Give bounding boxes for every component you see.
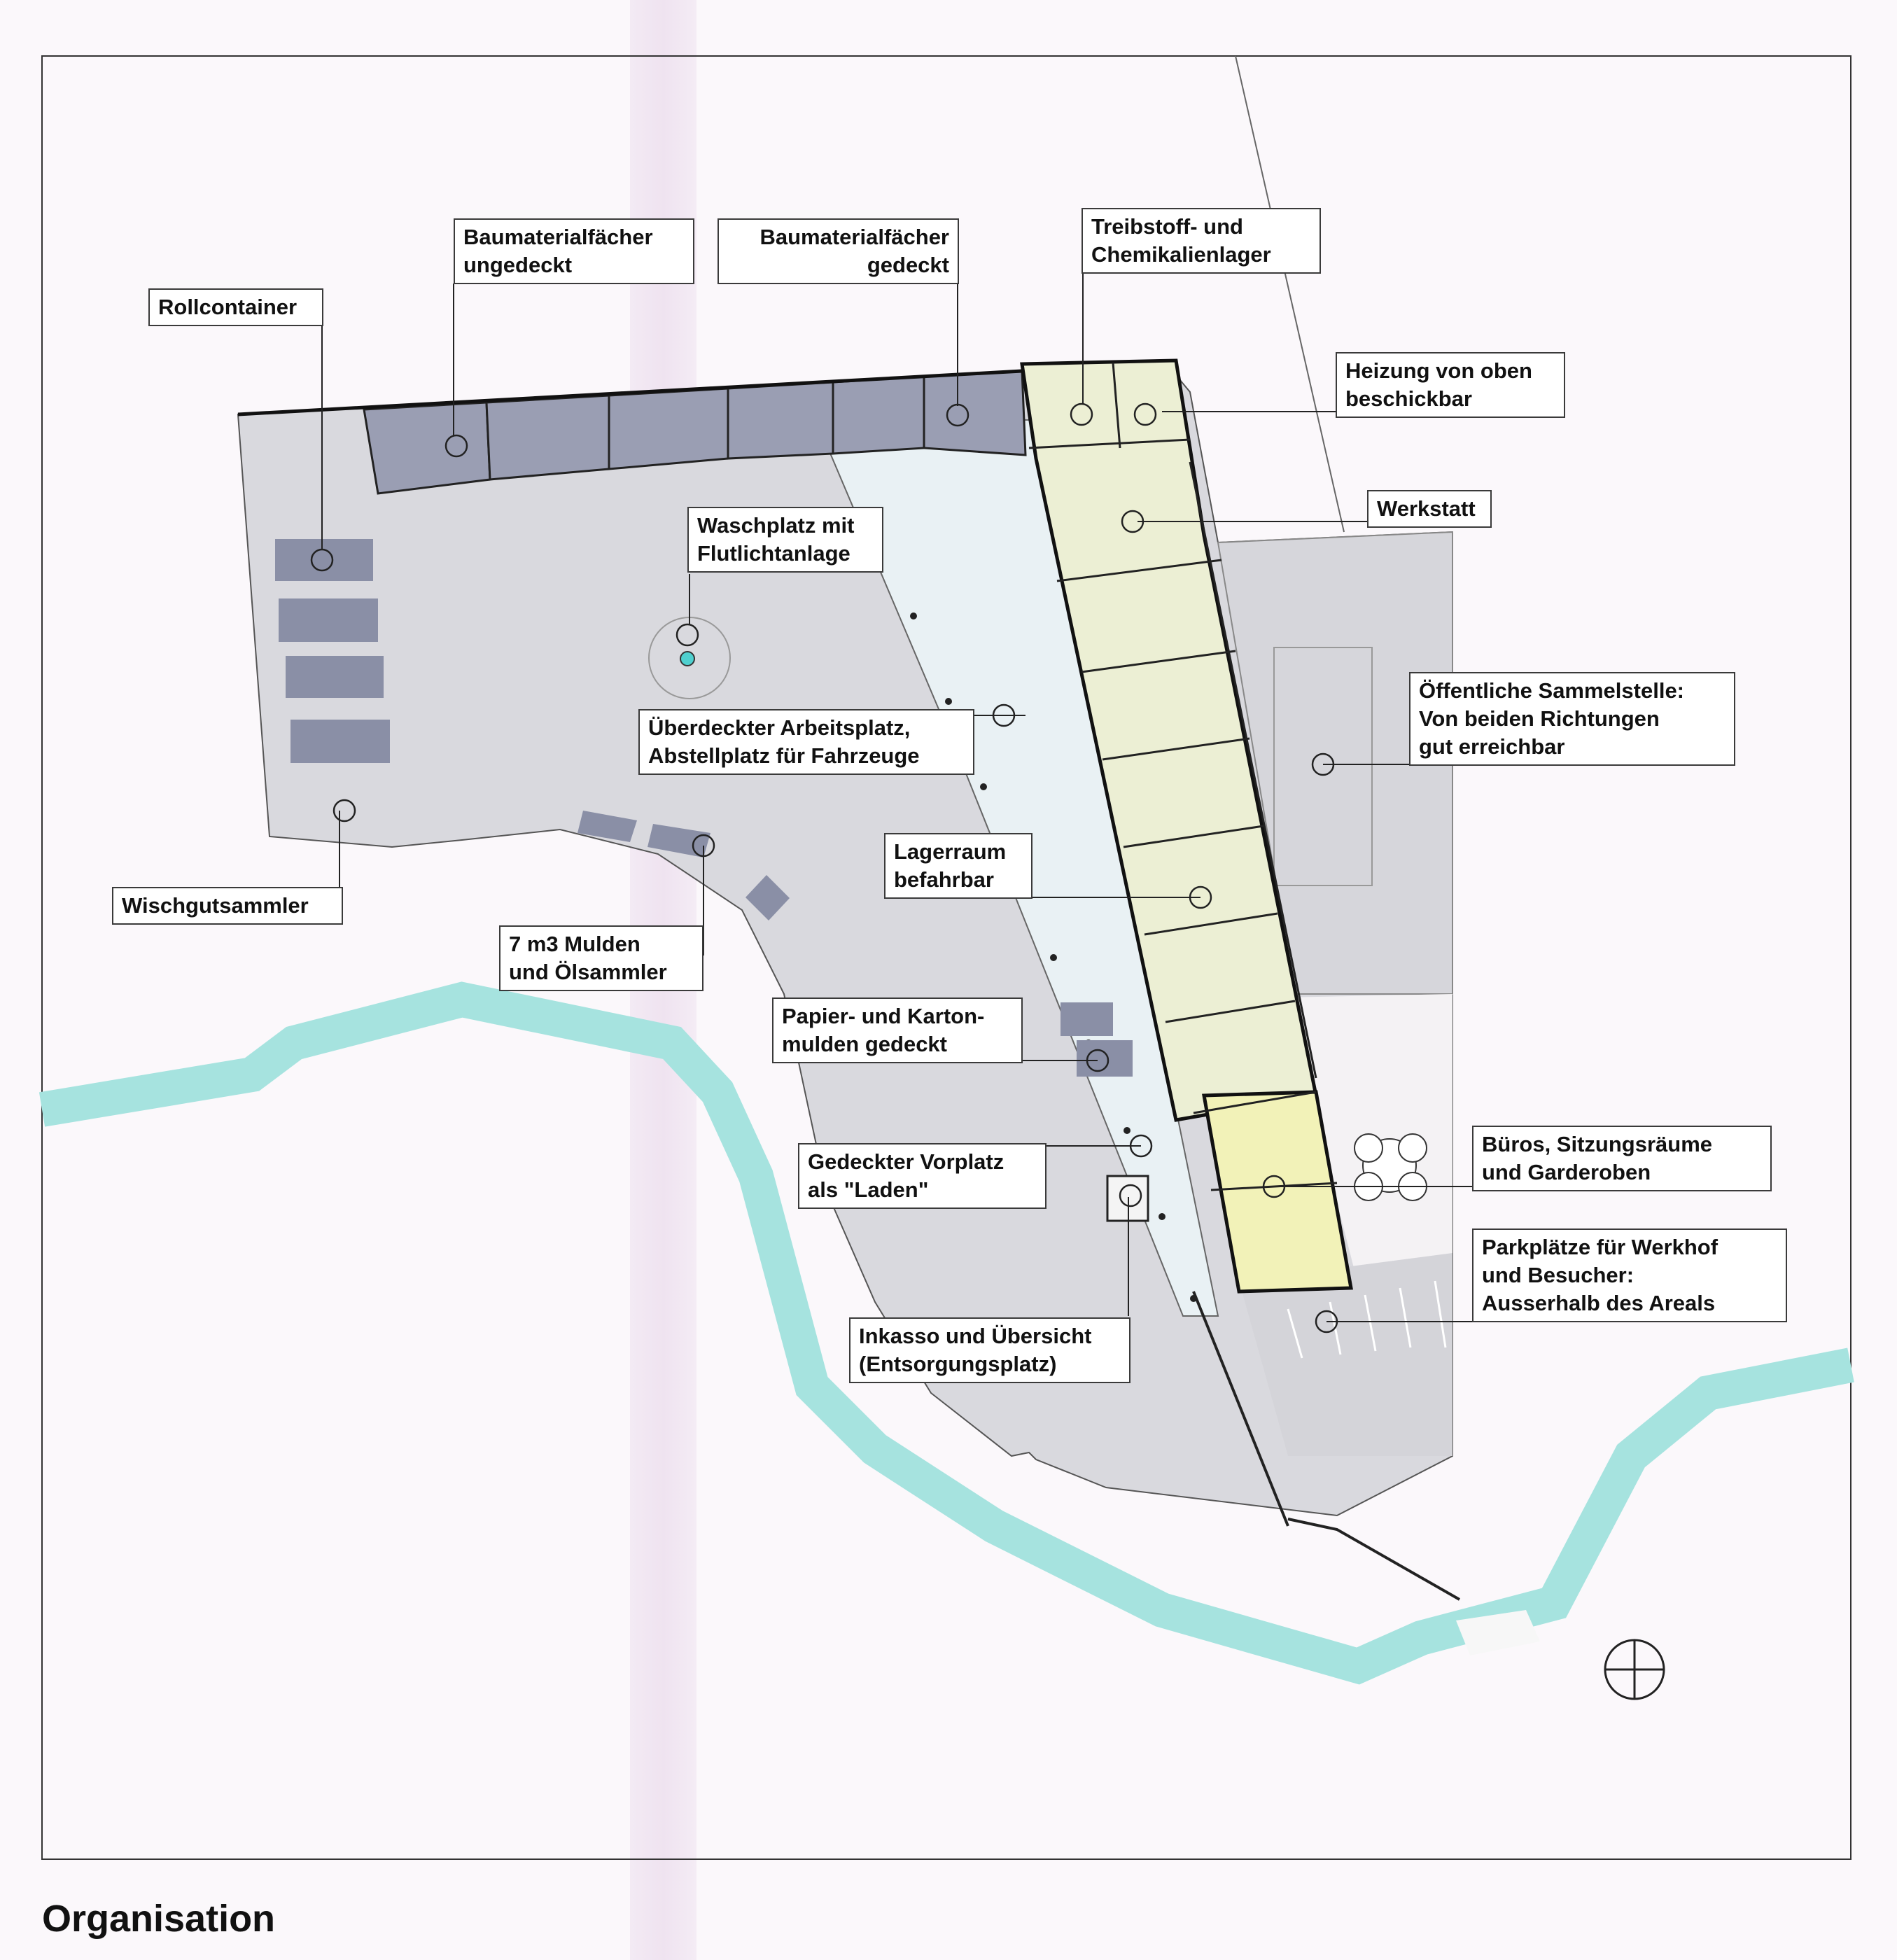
label-heizung: Heizung von oben beschickbar — [1336, 352, 1565, 418]
page-title: Organisation — [42, 1898, 276, 1940]
bays-covered — [727, 370, 1027, 460]
label-mulden: 7 m3 Mulden und Ölsammler — [499, 925, 704, 991]
leader-lines — [321, 273, 1484, 1322]
building-partitions — [1028, 362, 1338, 1191]
site-edge — [1287, 1518, 1460, 1601]
mulden-containers — [578, 811, 790, 920]
rollcontainers — [275, 539, 390, 763]
label-lagerraum: Lagerraum befahrbar — [884, 833, 1032, 899]
label-arbeitsplatz: Überdeckter Arbeitsplatz, Abstellplatz f… — [638, 709, 974, 775]
label-wischgut: Wischgutsammler — [112, 887, 343, 925]
label-parkplaetze: Parkplätze für Werkhof und Besucher: Aus… — [1472, 1228, 1787, 1322]
access-road-edge — [1192, 1291, 1289, 1527]
north-arrow-icon — [1604, 1639, 1665, 1700]
paper-containers — [1060, 1002, 1133, 1077]
wash-point — [680, 651, 695, 666]
label-treibstoff: Treibstoff- und Chemikalienlager — [1082, 208, 1321, 274]
label-rollcontainer: Rollcontainer — [148, 288, 323, 326]
label-waschplatz: Waschplatz mit Flutlichtanlage — [687, 507, 883, 573]
label-bueros: Büros, Sitzungsräume und Garderoben — [1472, 1126, 1772, 1191]
label-sammelstelle: Öffentliche Sammelstelle: Von beiden Ric… — [1409, 672, 1735, 766]
collection-bay-outline — [1273, 647, 1373, 886]
bridge — [1456, 1610, 1540, 1656]
drawing-frame — [41, 55, 1851, 1860]
boundary-line — [1235, 55, 1345, 533]
lawn-area — [1284, 994, 1452, 1270]
label-werkstatt: Werkstatt — [1367, 490, 1492, 528]
office-block — [1202, 1090, 1353, 1294]
label-inkasso: Inkasso und Übersicht (Entsorgungsplatz) — [849, 1317, 1130, 1383]
tree-icon — [1354, 1133, 1427, 1201]
parking-area — [1239, 1253, 1452, 1456]
label-baumaterial-gedeckt: Baumaterialfächer gedeckt — [718, 218, 959, 284]
north-wall — [237, 369, 1023, 416]
bays-uncovered — [363, 387, 729, 495]
circle-marker-icon — [310, 402, 1338, 1334]
river — [38, 981, 1854, 1685]
label-papier: Papier- und Karton- mulden gedeckt — [772, 997, 1023, 1063]
label-vorplatz: Gedeckter Vorplatz als "Laden" — [798, 1143, 1046, 1209]
label-baumaterial-ungedeckt: Baumaterialfächer ungedeckt — [454, 218, 694, 284]
